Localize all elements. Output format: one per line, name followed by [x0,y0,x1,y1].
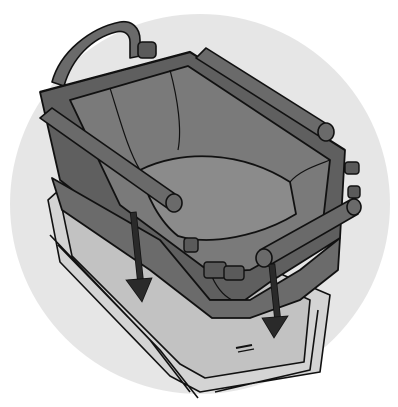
front-armrest-cap [166,194,182,212]
front-clip-3 [184,238,198,252]
bumper-bar-cap-right [347,199,361,215]
back-rail-cap [318,123,334,141]
front-clip-2 [224,266,244,280]
front-clip [204,262,226,278]
side-knob-top [345,162,359,174]
side-knob-bottom [348,186,360,198]
push-handle-clip [138,42,156,58]
